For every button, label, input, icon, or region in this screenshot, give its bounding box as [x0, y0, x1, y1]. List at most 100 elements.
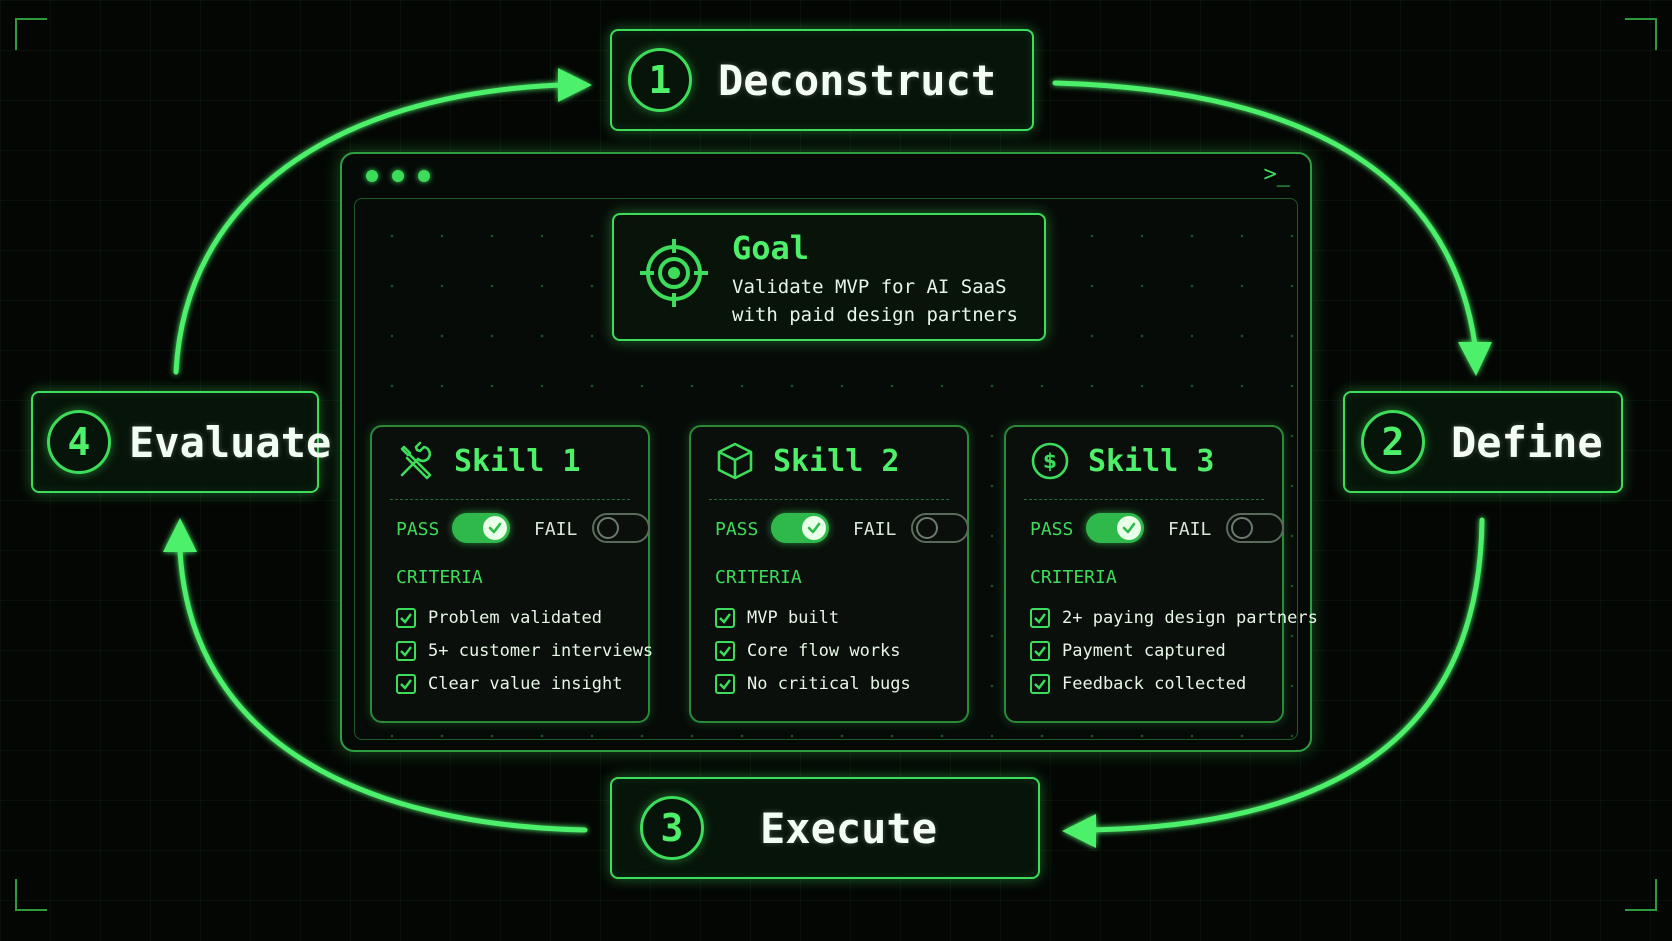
- arrowhead-deconstruct: [558, 68, 592, 102]
- arrow-define-to-execute: [1087, 517, 1485, 833]
- goal-line: Validate MVP for AI SaaS: [732, 276, 1007, 298]
- cube-icon: [717, 442, 753, 480]
- criteria-item: Core flow works: [715, 634, 911, 667]
- arrow-evaluate-to-deconstruct: [173, 82, 563, 375]
- arrowhead-evaluate: [163, 518, 197, 552]
- criteria-item: Problem validated: [396, 601, 653, 634]
- criteria-item: Payment captured: [1030, 634, 1318, 667]
- criteria-list: 2+ paying design partners Payment captur…: [1030, 601, 1318, 700]
- criteria-item: Feedback collected: [1030, 667, 1318, 700]
- check-icon: [802, 516, 826, 540]
- criteria-text: Problem validated: [428, 607, 602, 628]
- checkbox-checked[interactable]: [396, 673, 416, 694]
- fail-label: FAIL: [534, 519, 578, 540]
- criteria-item: MVP built: [715, 601, 911, 634]
- step-label: Deconstruct: [718, 55, 997, 105]
- checkbox-checked[interactable]: [396, 607, 416, 628]
- corner-bracket: [15, 879, 47, 911]
- check-icon: [483, 516, 507, 540]
- criteria-text: No critical bugs: [747, 673, 911, 694]
- arrow-execute-to-evaluate: [177, 547, 588, 833]
- step-number: 1: [628, 48, 692, 112]
- skill-card-2[interactable]: Skill 2 PASS FAIL CRITERIA MVP built Cor…: [689, 425, 969, 723]
- fail-toggle[interactable]: [1226, 513, 1284, 543]
- step-define[interactable]: 2 Define: [1343, 391, 1623, 493]
- corner-bracket: [15, 18, 47, 50]
- goal-card[interactable]: Goal Validate MVP for AI SaaS with paid …: [612, 213, 1046, 341]
- criteria-heading: CRITERIA: [396, 567, 483, 588]
- corner-bracket: [1625, 18, 1657, 50]
- criteria-heading: CRITERIA: [715, 567, 802, 588]
- skill-header: Skill 2: [715, 441, 899, 481]
- criteria-text: Feedback collected: [1062, 673, 1247, 694]
- skill-title: Skill 2: [773, 443, 900, 479]
- criteria-item: Clear value insight: [396, 667, 653, 700]
- step-number: 3: [640, 796, 704, 860]
- step-evaluate[interactable]: 4 Evaluate: [31, 391, 331, 493]
- checkbox-checked[interactable]: [715, 607, 735, 628]
- window-controls: [366, 170, 430, 182]
- criteria-item: No critical bugs: [715, 667, 911, 700]
- checkbox-checked[interactable]: [715, 640, 735, 661]
- terminal-prompt-icon: >_: [1263, 162, 1291, 187]
- tools-icon: [400, 441, 432, 480]
- arrowhead-define: [1458, 342, 1492, 376]
- arrowhead-execute: [1062, 814, 1096, 848]
- criteria-heading: CRITERIA: [1030, 567, 1117, 588]
- step-number: 2: [1361, 410, 1425, 474]
- checkbox-checked[interactable]: [396, 640, 416, 661]
- criteria-text: 2+ paying design partners: [1062, 607, 1318, 628]
- divider: [709, 499, 949, 500]
- pass-toggle[interactable]: [452, 513, 510, 543]
- fail-label: FAIL: [1168, 519, 1212, 540]
- checkbox-checked[interactable]: [1030, 640, 1050, 661]
- pass-toggle[interactable]: [1086, 513, 1144, 543]
- check-icon: [1117, 516, 1141, 540]
- criteria-item: 2+ paying design partners: [1030, 601, 1318, 634]
- window-dot[interactable]: [418, 170, 430, 182]
- toggle-knob: [916, 517, 938, 539]
- goal-description: Validate MVP for AI SaaS with paid desig…: [732, 273, 1032, 329]
- skill-title: Skill 3: [1088, 443, 1215, 479]
- step-label: Define: [1451, 417, 1603, 467]
- skill-header: $ Skill 3: [1030, 441, 1214, 481]
- step-deconstruct[interactable]: 1 Deconstruct: [610, 29, 1034, 131]
- fail-toggle[interactable]: [911, 513, 969, 543]
- checkbox-checked[interactable]: [715, 673, 735, 694]
- checkbox-checked[interactable]: [1030, 673, 1050, 694]
- window-dot[interactable]: [366, 170, 378, 182]
- criteria-list: Problem validated 5+ customer interviews…: [396, 601, 653, 700]
- fail-label: FAIL: [853, 519, 897, 540]
- skill-card-1[interactable]: Skill 1 PASS FAIL CRITERIA Problem valid…: [370, 425, 653, 723]
- pass-fail-toggles: PASS FAIL: [715, 513, 969, 547]
- divider: [1024, 499, 1264, 500]
- window-dot[interactable]: [392, 170, 404, 182]
- checkbox-checked[interactable]: [1030, 607, 1050, 628]
- step-label: Evaluate: [129, 417, 332, 467]
- criteria-list: MVP built Core flow works No critical bu…: [715, 601, 911, 700]
- pass-label: PASS: [396, 519, 440, 540]
- pass-label: PASS: [715, 519, 759, 540]
- fail-toggle[interactable]: [592, 513, 650, 543]
- step-label: Execute: [760, 803, 938, 853]
- goal-line: with paid design partners: [732, 304, 1018, 326]
- step-execute[interactable]: 3 Execute: [610, 777, 1040, 879]
- criteria-text: 5+ customer interviews: [428, 640, 654, 661]
- corner-bracket: [1625, 879, 1657, 911]
- svg-text:$: $: [1043, 449, 1057, 473]
- toggle-knob: [597, 517, 619, 539]
- toggle-knob: [1231, 517, 1253, 539]
- pass-label: PASS: [1030, 519, 1074, 540]
- skill-title: Skill 1: [454, 443, 581, 479]
- criteria-text: Clear value insight: [428, 673, 623, 694]
- criteria-text: MVP built: [747, 607, 840, 628]
- skill-card-3[interactable]: $ Skill 3 PASS FAIL CRITERIA 2+ paying d…: [1004, 425, 1318, 723]
- dollar-icon: $: [1031, 442, 1069, 480]
- arrow-deconstruct-to-define: [1052, 80, 1478, 348]
- skill-header: Skill 1: [396, 441, 580, 481]
- criteria-item: 5+ customer interviews: [396, 634, 653, 667]
- step-number: 4: [47, 410, 111, 474]
- goal-title: Goal: [732, 229, 810, 267]
- pass-fail-toggles: PASS FAIL: [1030, 513, 1284, 547]
- pass-toggle[interactable]: [771, 513, 829, 543]
